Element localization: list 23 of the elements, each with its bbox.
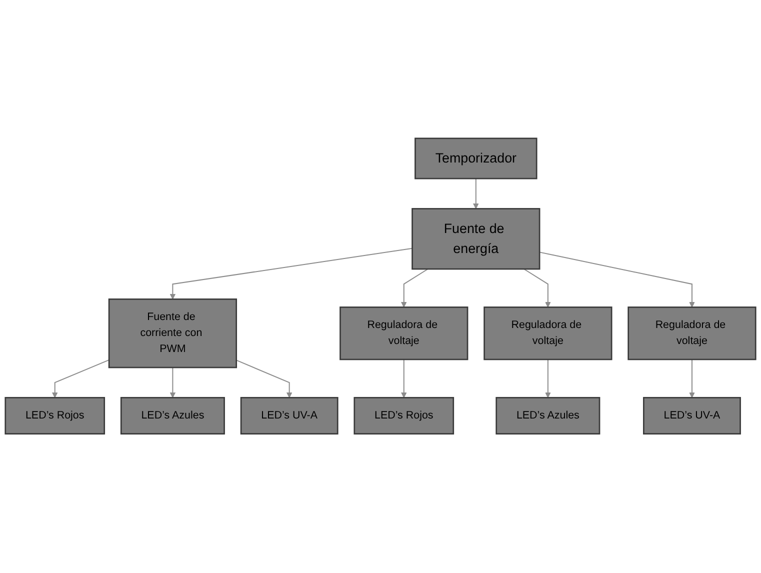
node-box: Fuente de corriente con PWM <box>108 298 238 369</box>
node-box: LED’s UV-A <box>643 397 741 435</box>
arrow <box>170 248 412 300</box>
node-box: Reguladora de voltaje <box>484 306 612 361</box>
arrow <box>236 360 292 398</box>
arrow <box>689 360 695 398</box>
node-box: LED’s Rojos <box>4 397 106 435</box>
node-box: LED’s UV-A <box>240 397 338 435</box>
arrow <box>400 360 407 398</box>
node-box: Reguladora de voltaje <box>340 306 468 361</box>
node-box: Temporizador <box>414 138 538 180</box>
arrow <box>472 178 479 210</box>
arrow <box>52 360 110 398</box>
arrow <box>170 368 176 398</box>
node-box: Fuente de energía <box>412 208 540 270</box>
node-box: LED’s Rojos <box>354 397 454 435</box>
arrow <box>400 268 428 308</box>
node-box: Reguladora de voltaje <box>628 306 756 361</box>
node-box: LED’s Azules <box>496 397 600 435</box>
node-box: LED’s Azules <box>120 397 225 435</box>
arrow <box>524 268 551 308</box>
arrow <box>544 360 551 398</box>
arrow <box>539 252 695 308</box>
